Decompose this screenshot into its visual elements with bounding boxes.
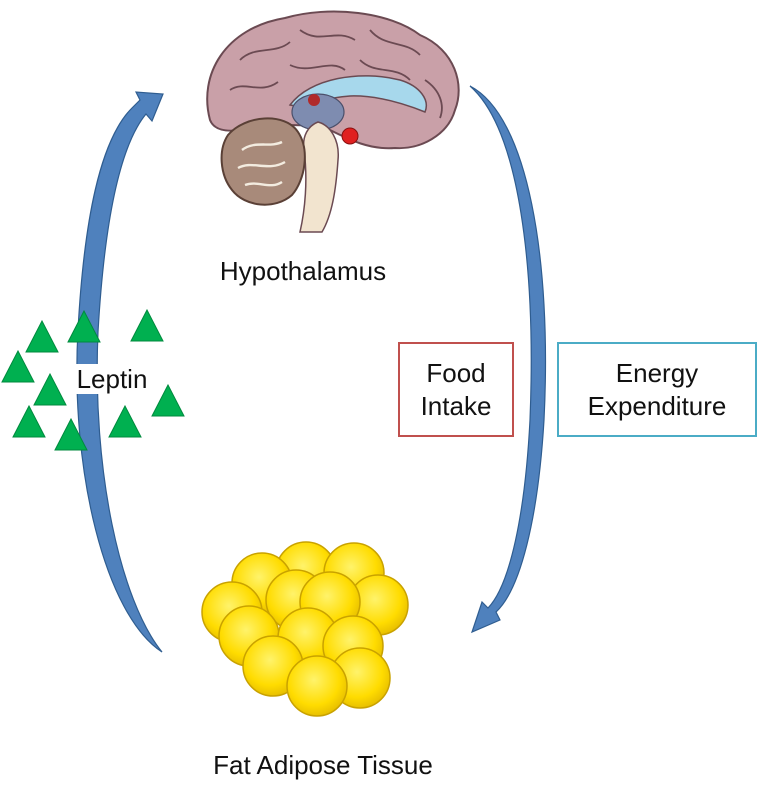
fat-cells-icon [201,541,409,717]
leptin-triangle [33,372,67,406]
leptin-triangle [1,349,35,383]
energy-expenditure-line2: Expenditure [587,390,727,421]
leptin-triangle [130,308,164,342]
energy-expenditure-line1: Energy [615,357,699,388]
leptin-triangle [54,417,88,451]
leptin-triangle [67,309,101,343]
leptin-triangle [25,319,59,353]
brain-icon [206,10,460,233]
right-feedback-arrow [469,85,547,634]
leptin-triangle [12,404,46,438]
energy-expenditure-box: Energy Expenditure [557,342,757,437]
food-intake-line1: Food [426,357,486,388]
fat-adipose-tissue-label: Fat Adipose Tissue [213,750,433,780]
left-feedback-arrow [76,91,164,653]
leptin-label: Leptin [62,364,162,394]
triangle-icon [1,308,185,451]
leptin-triangle [151,383,185,417]
food-intake-line2: Intake [420,390,492,421]
food-intake-box: Food Intake [398,342,514,437]
hypothalamus-label: Hypothalamus [219,256,387,286]
leptin-triangle [108,404,142,438]
